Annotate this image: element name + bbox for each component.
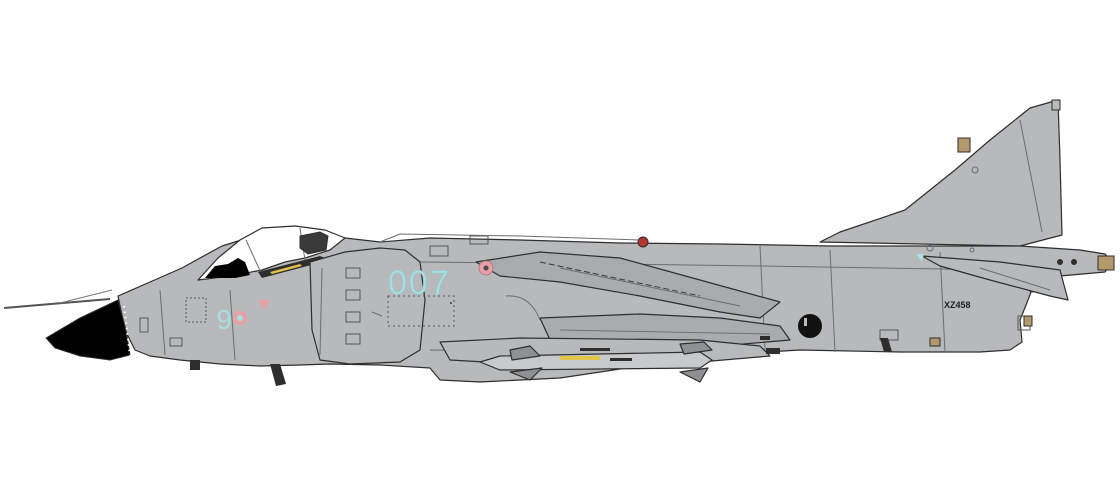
fin-detail [971,166,979,174]
pink-roundel-icon [478,260,494,276]
intake-aux-doors [345,267,361,345]
fin-top-light [1051,99,1061,111]
ejection-seat [205,258,250,278]
aft-antenna [1023,315,1033,327]
tailplane [921,255,1069,301]
main-gear [880,338,892,352]
nose-access-panel [185,297,207,323]
vertical-fin [819,99,1063,247]
ventral-antenna [929,337,941,347]
nose-probe-secondary [59,289,113,304]
nose-gear [270,364,286,386]
nav-light-dorsal [637,236,649,248]
fin-tip-antenna [957,137,971,153]
pink-marking [258,300,270,310]
pitot-probe [3,298,111,309]
rear-seat-headbox [299,231,329,255]
fin-flash [916,254,924,262]
tail-cone-light [1097,255,1115,271]
nose-gear-door [190,360,200,370]
wing [475,251,781,319]
low-visibility-roundel-icon [233,311,247,325]
underwing-missile [479,341,713,383]
fin-code: 6 [216,304,232,335]
modex-number: 007 [388,264,451,302]
serial-number: XZ458 [944,300,971,310]
riveted-panel [387,295,455,327]
fuselage-roundel-icon [798,314,822,338]
engine-intake [309,247,426,365]
nose-radome [45,299,131,361]
